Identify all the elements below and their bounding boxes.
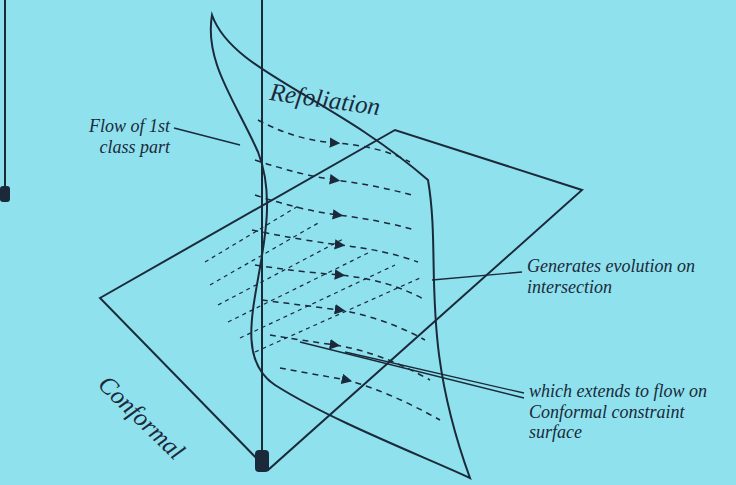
callout-note: Flow of 1st class part xyxy=(56,116,170,157)
callout-note: Generates evolution on intersection xyxy=(527,256,707,297)
surface-name: Conformal xyxy=(92,370,205,481)
cable-plug xyxy=(0,186,10,202)
cable xyxy=(4,0,6,190)
refoliation-sheet xyxy=(211,15,470,478)
cable xyxy=(261,0,263,452)
intersection-hatch xyxy=(205,205,420,352)
callout-note: which extends to flow on Conformal const… xyxy=(529,381,714,443)
leader-lines xyxy=(174,128,524,398)
conformal-plane xyxy=(100,130,582,470)
cable-plug xyxy=(255,450,269,472)
flow-lines xyxy=(252,120,440,420)
